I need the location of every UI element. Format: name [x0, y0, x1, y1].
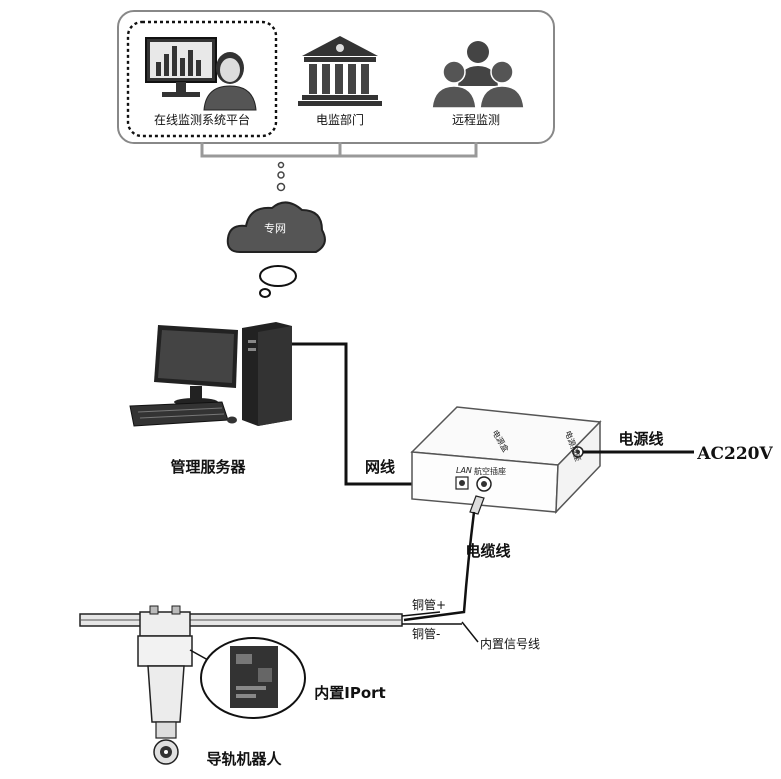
cloud-label: 专网	[264, 221, 286, 235]
online-platform-label: 在线监测系统平台	[154, 112, 250, 127]
server-label: 管理服务器	[170, 458, 246, 476]
remote-users-icon	[431, 41, 525, 109]
panel-connector	[200, 142, 478, 158]
operator-avatar-icon	[203, 52, 257, 111]
power-box	[410, 406, 602, 515]
server-computer-icon	[129, 322, 292, 427]
rail	[79, 613, 403, 627]
monitor-chart-icon	[145, 37, 217, 97]
copper-plus-wire	[401, 611, 441, 617]
robot-label: 导轨机器人	[206, 750, 282, 768]
ac-input-label: AC220V	[696, 444, 773, 464]
aviation-socket-label: 航空插座	[474, 466, 506, 476]
cloud-bubbles	[259, 265, 297, 298]
online-platform-highlight	[126, 20, 278, 138]
connector-dots	[276, 161, 286, 192]
network-cable-line	[292, 342, 462, 486]
iport-label: 内置IPort	[314, 684, 385, 702]
power-dept-label: 电监部门	[316, 112, 364, 127]
rail-robot-icon	[137, 605, 193, 765]
signal-line-label: 内置信号线	[480, 637, 540, 651]
remote-monitor-label: 远程监测	[452, 112, 500, 127]
iport-module-icon	[189, 637, 306, 719]
top-panel-frame	[117, 10, 555, 144]
cable-line	[403, 511, 476, 622]
signal-line-wire	[461, 621, 479, 643]
cable-label: 电缆线	[465, 542, 510, 560]
lan-label: LAN	[456, 466, 472, 475]
copper-plus-label: 铜管+	[412, 597, 446, 612]
cloud-icon	[226, 201, 326, 253]
building-icon	[298, 36, 382, 106]
copper-minus-label: 铜管-	[412, 626, 440, 641]
network-cable-label: 网线	[365, 458, 395, 476]
power-line-label: 电源线	[618, 430, 663, 448]
